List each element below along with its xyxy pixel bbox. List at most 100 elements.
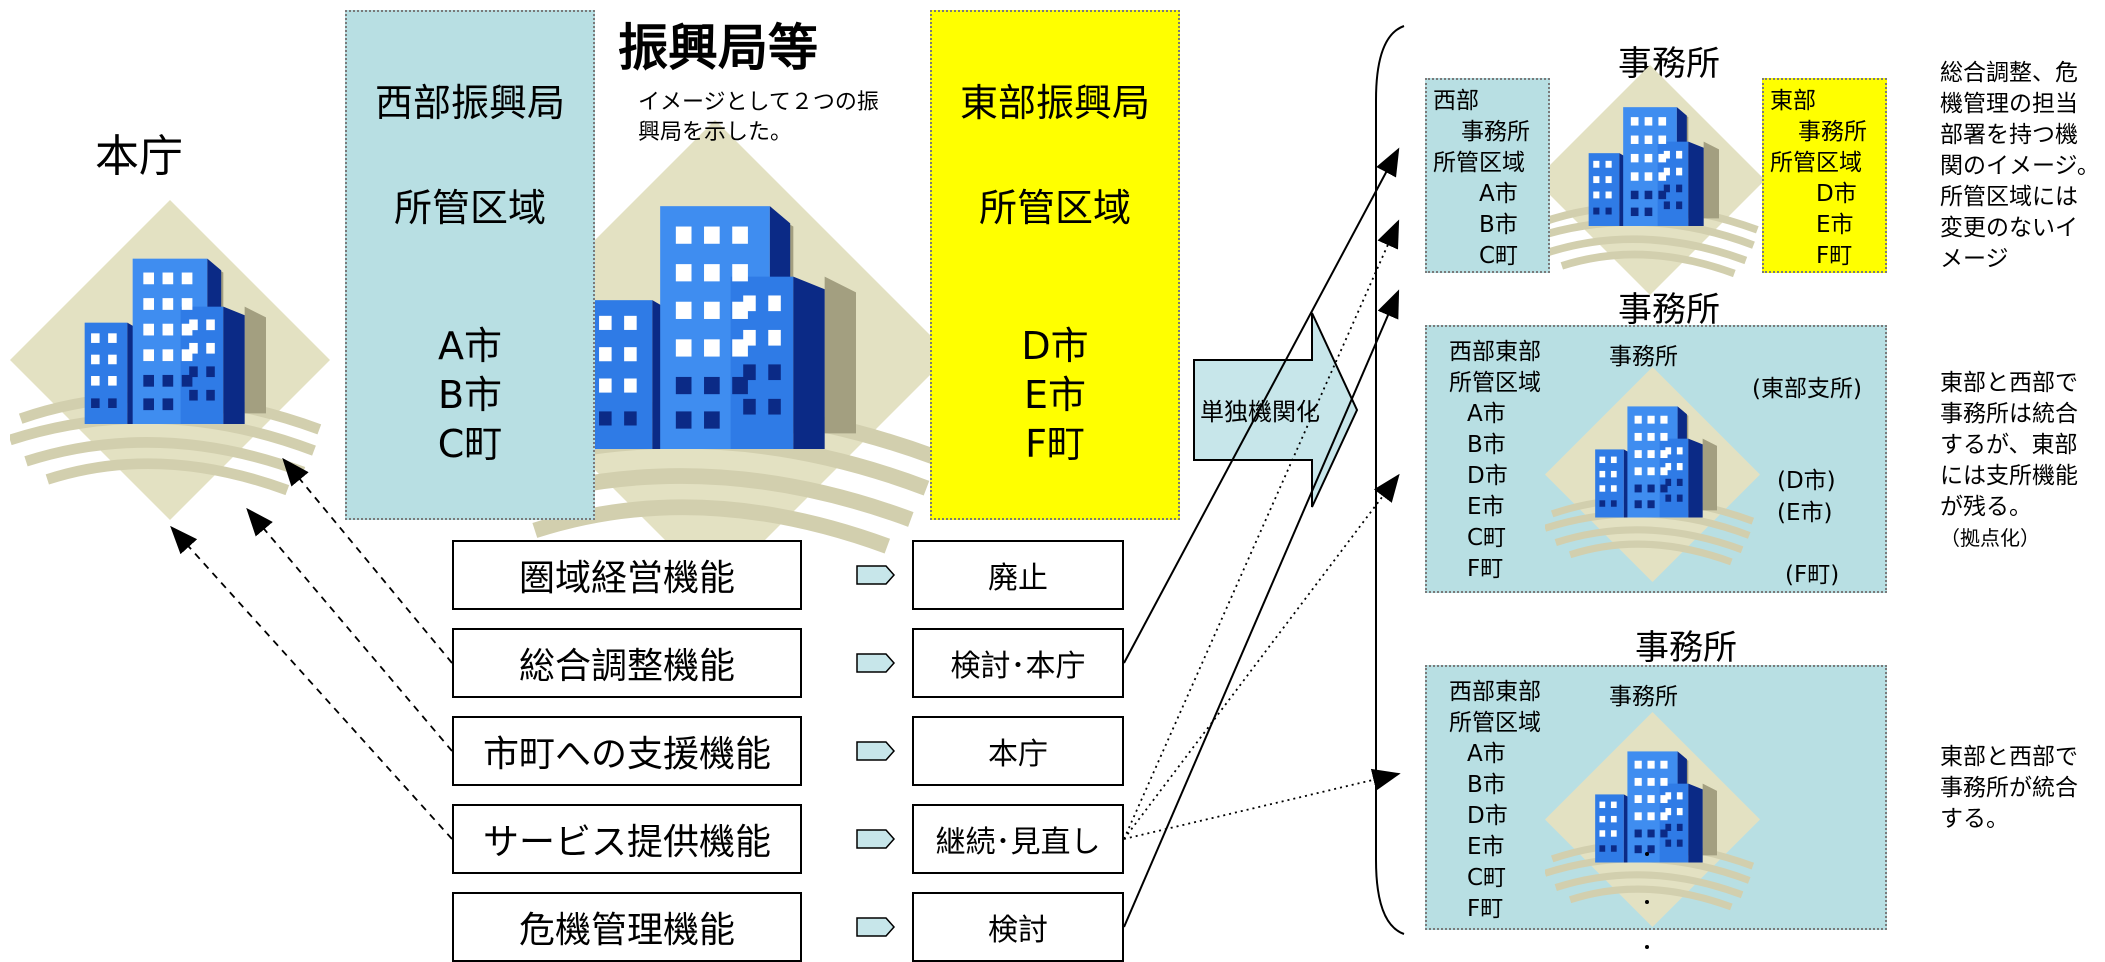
option1-east-line: 東部 [1770,88,1816,114]
function-box: サービス提供機能 [452,804,802,874]
note-line: 東部と西部で [1940,744,2078,770]
area-item: D市 [1467,803,1508,829]
area-item: A市 [1467,741,1506,767]
honcho-title: 本庁 [95,131,183,182]
option1-east-line: 事務所 [1798,119,1867,145]
option1-east-line: E市 [1816,212,1854,238]
note-line: するが、東部 [1940,432,2078,458]
ellipsis-dot [1645,852,1649,856]
note-line: 総合調整、危 [1940,60,2078,86]
option2-area-header: 所管区域 [1449,370,1541,396]
note-line: 変更のないイ [1940,215,2078,241]
option1-west-line: 所管区域 [1433,150,1525,176]
option2-area-header: 西部東部 [1449,339,1541,365]
function-box: 総合調整機能 [452,628,802,698]
west-area-list: A市 B市 C町 [347,322,593,469]
small-arrow-icon [856,829,896,849]
big-arrow-label: 単独機関化 [1200,398,1320,426]
area-item: F町 [1467,556,1504,582]
option2-box: 西部東部 所管区域 A市 B市 D市 E市 C町 F町 事務所 (東部支所) (… [1425,325,1887,593]
note-line: 所管区域には [1940,184,2078,210]
ellipsis-dot [1645,945,1649,949]
area-item: F町 [1467,896,1504,922]
note-line: 興局を示した。 [638,120,793,145]
option1-east-line: 所管区域 [1770,150,1862,176]
area-item: C町 [1467,525,1507,551]
option3-office-label: 事務所 [1609,684,1678,710]
small-arrow-icon [856,741,896,761]
area-item: A市 [438,324,502,368]
result-box: 本庁 [912,716,1124,786]
option1-west-line: B市 [1479,212,1518,238]
dotted-arrow [1123,473,1400,840]
option1-east-line: F町 [1816,243,1853,269]
paren-item: (E市) [1777,500,1833,526]
option1-west-line: 西部 [1433,88,1479,114]
office-building-icon [10,200,330,520]
area-item: E市 [1467,494,1505,520]
dashed-arrow [246,507,453,752]
area-item: E市 [1023,373,1086,417]
note-line: メージ [1940,246,2009,272]
note-line: 東部と西部で [1940,370,2078,396]
option1-east-box: 東部 事務所 所管区域 D市 E市 F町 [1762,78,1887,273]
option2-office-label: 事務所 [1609,344,1678,370]
area-item: F町 [1025,422,1085,466]
shinkokyoku-note: イメージとして２つの振 興局を示した。 [638,88,879,148]
option1-west-line: C町 [1479,243,1519,269]
dashed-arrow [170,525,453,840]
small-arrow-icon [856,565,896,585]
option2-note: 東部と西部で 事務所は統合 するが、東部 には支所機能 が残る。 （拠点化） [1940,368,2078,554]
paren-item: (D市) [1777,468,1836,494]
option3-box: 西部東部 所管区域 A市 B市 D市 E市 C町 F町 事務所 [1425,665,1887,930]
paren-item: (F町) [1785,562,1840,588]
note-line: 部署を持つ機 [1940,122,2078,148]
area-item: C町 [1467,865,1507,891]
small-arrow-icon [856,653,896,673]
function-box: 圏域経営機能 [452,540,802,610]
result-box: 廃止 [912,540,1124,610]
result-box: 継続･見直し [912,804,1124,874]
west-shinkokyoku-box: 西部振興局 所管区域 A市 B市 C町 [345,10,595,520]
note-line: 事務所が統合 [1940,775,2078,801]
area-item: C町 [437,422,503,466]
area-item: B市 [437,373,503,417]
result-box: 検討･本庁 [912,628,1124,698]
office-building-icon [1535,65,1765,295]
office-building-icon [1545,712,1760,927]
option-title: 事務所 [1635,628,1737,668]
office-building-icon [1545,367,1760,582]
small-arrow-icon [856,917,896,937]
dotted-arrow [1123,768,1401,840]
area-item: D市 [1021,324,1089,368]
option1-west-box: 西部 事務所 所管区域 A市 B市 C町 [1425,78,1550,273]
note-line: 関のイメージ。 [1940,153,2100,179]
area-item: E市 [1467,834,1505,860]
result-box: 検討 [912,892,1124,962]
note-line: する。 [1940,806,2009,832]
bracket-icon [1375,25,1405,935]
east-area-label: 所管区域 [978,186,1131,230]
east-shinkokyoku-title: 東部振興局 [959,81,1150,125]
note-line: イメージとして２つの振 [638,90,879,115]
option1-west-line: A市 [1479,181,1518,207]
option1-east-line: D市 [1816,181,1857,207]
west-shinkokyoku-title: 西部振興局 [374,81,565,125]
option3-note: 東部と西部で 事務所が統合 する。 [1940,742,2078,835]
function-box: 危機管理機能 [452,892,802,962]
option3-area-header: 西部東部 [1449,679,1541,705]
east-shinkokyoku-box: 東部振興局 所管区域 D市 E市 F町 [930,10,1180,520]
west-area-label: 所管区域 [393,186,546,230]
shinkokyoku-title: 振興局等 [618,19,818,77]
option1-west-line: 事務所 [1461,119,1530,145]
note-line: が残る。 [1940,494,2032,520]
area-item: B市 [1467,772,1506,798]
area-item: D市 [1467,463,1508,489]
note-line: （拠点化） [1940,526,2040,550]
option1-note: 総合調整、危 機管理の担当 部署を持つ機 関のイメージ。 所管区域には 変更のな… [1940,58,2100,275]
area-item: A市 [1467,401,1506,427]
area-item: B市 [1467,432,1506,458]
option2-branch-label: (東部支所) [1752,376,1862,402]
ellipsis-dot [1645,900,1649,904]
note-line: 事務所は統合 [1940,401,2078,427]
